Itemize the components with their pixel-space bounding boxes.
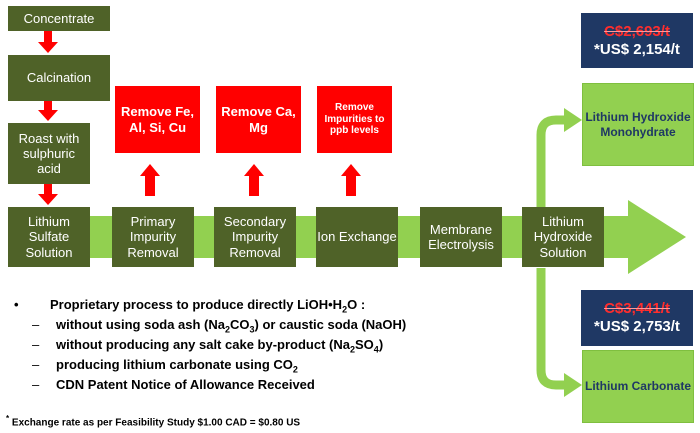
down-arrow-2 [38, 101, 58, 121]
dash-mark: – [32, 357, 40, 372]
price-box-hydroxide: C$2,693/t *US$ 2,154/t [581, 13, 693, 68]
down-arrow-1 [38, 31, 58, 53]
price-box-carbonate: C$3,441/t *US$ 2,753/t [581, 290, 693, 346]
dash-mark: – [32, 317, 40, 332]
price-carbonate-usd: *US$ 2,753/t [594, 318, 680, 335]
step-lithium-hydroxide-solution: Lithium Hydroxide Solution [522, 207, 604, 267]
step-ion-exchange: Ion Exchange [316, 207, 398, 267]
bullet-item-3: – producing lithium carbonate using CO2 [14, 357, 534, 377]
calcination-box: Calcination [8, 55, 110, 101]
down-arrow-3 [38, 184, 58, 205]
concentrate-box: Concentrate [8, 6, 110, 31]
up-arrow-2 [244, 164, 264, 196]
remove-impurities-ppb: Remove Impurities to ppb levels [317, 86, 392, 153]
step-secondary-impurity: Secondary Impurity Removal [214, 207, 296, 267]
product-lithium-hydroxide: Lithium Hydroxide Monohydrate [582, 83, 694, 166]
footnote: * Exchange rate as per Feasibility Study… [6, 414, 301, 429]
price-hydroxide-usd: *US$ 2,154/t [594, 40, 680, 58]
branch-arrow-up [536, 115, 566, 207]
product-lithium-carbonate: Lithium Carbonate [582, 350, 694, 423]
bullet-dot: • [14, 297, 19, 312]
dash-mark: – [32, 337, 40, 352]
bullet-item-1-text: without using soda ash (Na2CO3) or caust… [56, 317, 407, 335]
remove-fe-al-si-cu: Remove Fe, Al, Si, Cu [115, 86, 200, 153]
up-arrow-1 [140, 164, 160, 196]
bullet-list: • Proprietary process to produce directl… [14, 297, 534, 397]
dash-mark: – [32, 377, 40, 392]
bullet-item-1: – without using soda ash (Na2CO3) or cau… [14, 317, 534, 337]
bullet-main: • Proprietary process to produce directl… [14, 297, 534, 317]
bullet-main-text: Proprietary process to produce directly … [50, 297, 366, 315]
price-carbonate-cad: C$3,441/t [604, 300, 670, 318]
bullet-item-4-text: CDN Patent Notice of Allowance Received [56, 377, 315, 392]
step-primary-impurity: Primary Impurity Removal [112, 207, 194, 267]
step-membrane-electrolysis: Membrane Electrolysis [420, 207, 502, 267]
roast-box: Roast with sulphuric acid [8, 123, 90, 184]
price-hydroxide-cad: C$2,693/t [604, 22, 670, 40]
step-lithium-sulfate: Lithium Sulfate Solution [8, 207, 90, 267]
bullet-item-2: – without producing any salt cake by-pro… [14, 337, 534, 357]
bullet-item-2-text: without producing any salt cake by-produ… [56, 337, 384, 355]
remove-ca-mg: Remove Ca, Mg [216, 86, 301, 153]
bullet-item-4: – CDN Patent Notice of Allowance Receive… [14, 377, 534, 397]
bullet-item-3-text: producing lithium carbonate using CO2 [56, 357, 298, 375]
up-arrow-3 [341, 164, 361, 196]
branch-arrow-down [536, 268, 566, 390]
